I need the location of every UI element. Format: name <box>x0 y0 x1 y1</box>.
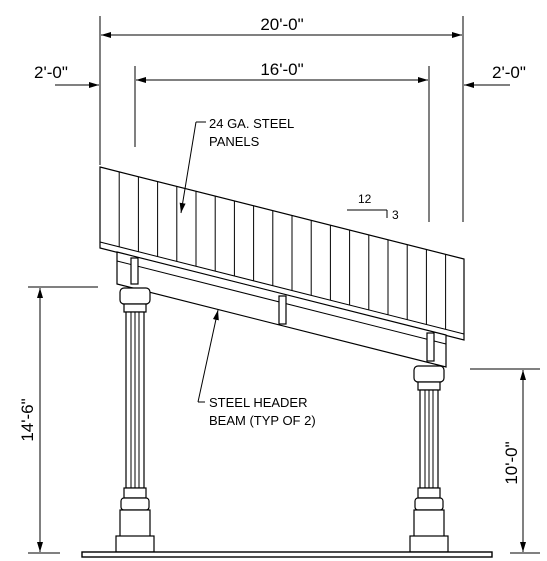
high-height-label: 14'-6" <box>18 398 37 441</box>
callout-steel-panels: 24 GA. STEEL PANELS <box>179 116 294 214</box>
beam-note-line1: STEEL HEADER <box>209 395 308 410</box>
dimension-left-overhang: 2'-0" <box>34 63 99 88</box>
steel-roof-panels <box>99 166 465 341</box>
slope-run-label: 12 <box>358 192 372 206</box>
dimension-overall-width: 20'-0" <box>99 15 464 222</box>
dimension-high-height: 14'-6" <box>18 286 98 554</box>
low-height-label: 10'-0" <box>502 441 521 484</box>
callout-header-beam: STEEL HEADER BEAM (TYP OF 2) <box>197 309 316 428</box>
panels-note-line1: 24 GA. STEEL <box>209 116 294 131</box>
panels-note-line2: PANELS <box>209 134 260 149</box>
right-overhang-label: 2'-0" <box>492 63 526 82</box>
post-spacing-label: 16'-0" <box>260 60 303 79</box>
dimension-post-spacing: 16'-0" <box>134 60 430 222</box>
beam-note-line2: BEAM (TYP OF 2) <box>209 413 316 428</box>
steel-header-beam <box>116 251 447 368</box>
left-column <box>115 287 155 553</box>
dimension-right-overhang: 2'-0" <box>464 63 526 88</box>
roof-slope-indicator: 12 3 <box>347 192 399 222</box>
overall-width-label: 20'-0" <box>260 15 303 34</box>
left-overhang-label: 2'-0" <box>34 63 68 82</box>
right-column <box>409 365 449 553</box>
slope-rise-label: 3 <box>392 208 399 222</box>
dimension-low-height: 10'-0" <box>470 368 540 554</box>
concrete-slab <box>81 551 493 558</box>
